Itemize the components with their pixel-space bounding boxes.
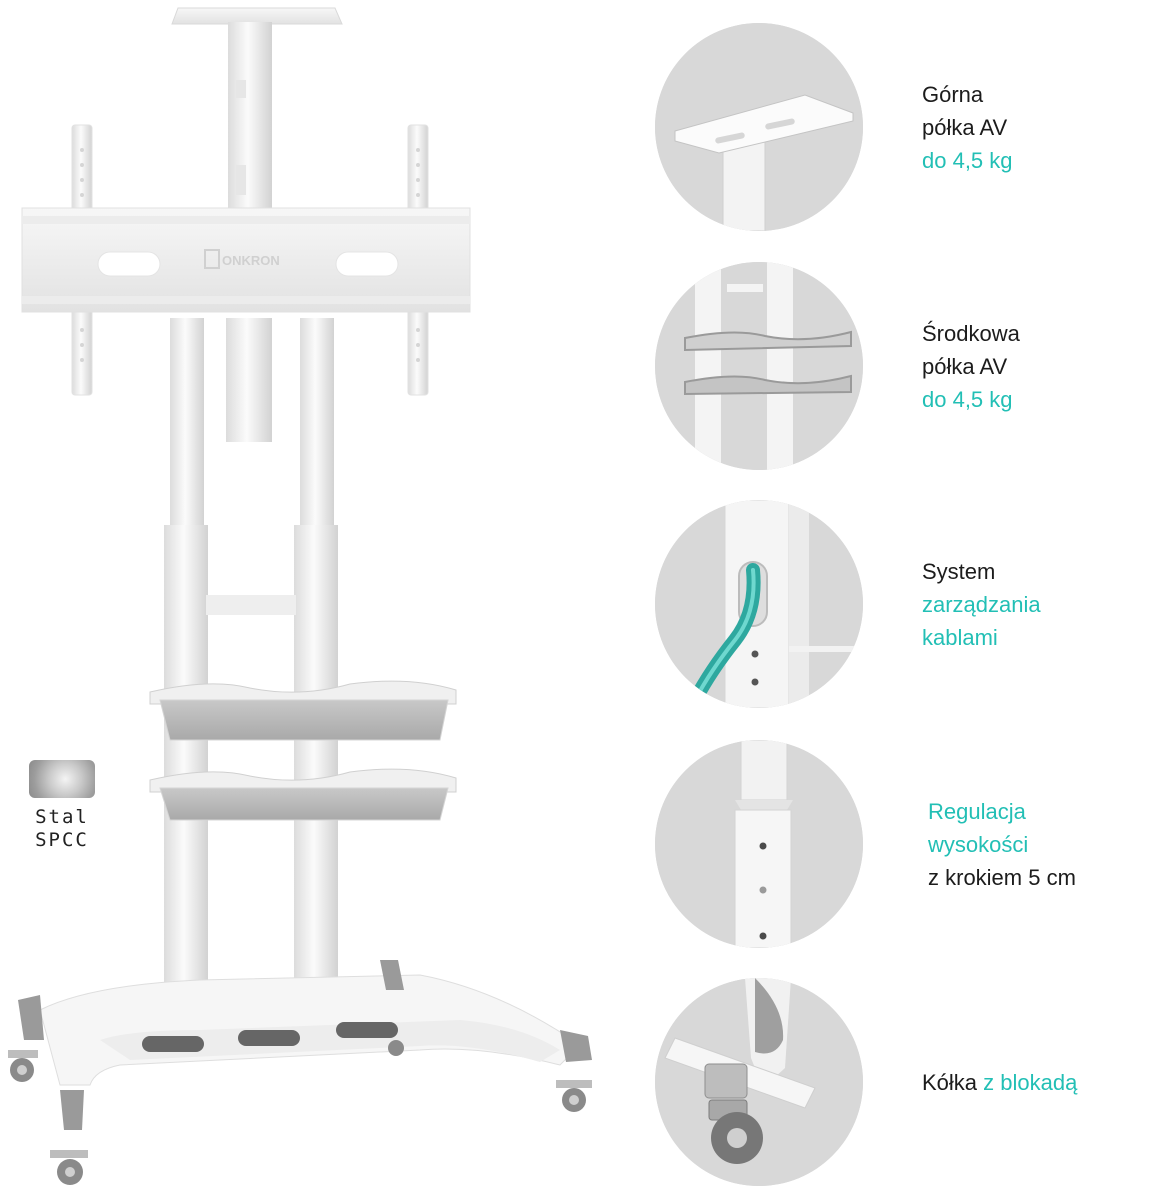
feature-4-line-2: wysokości: [928, 832, 1029, 857]
feature-middle-shelf: Środkowa półka AV do 4,5 kg: [655, 262, 1170, 470]
feature-cable-management: System zarządzania kablami: [655, 500, 1170, 708]
feature-height-adjust: Regulacja wysokości z krokiem 5 cm: [655, 740, 1170, 948]
feature-5-text-plain: Kółka: [922, 1070, 984, 1095]
wheel-lock-icon: [655, 978, 863, 1186]
top-av-shelf: [171, 7, 343, 212]
feature-wheel-lock: Kółka z blokadą: [655, 978, 1170, 1186]
cable-management-icon: [655, 500, 863, 708]
height-adjust-icon: [655, 740, 863, 948]
middle-av-shelves: [149, 680, 457, 821]
feature-3-line-3: kablami: [922, 625, 998, 650]
feature-1-line-1: Górna: [922, 82, 984, 107]
feature-1-line-3: do 4,5 kg: [922, 148, 1013, 173]
feature-2-line-2: półka AV: [922, 354, 1008, 379]
top-shelf-icon: [655, 23, 863, 231]
steel-swatch-icon: [29, 760, 95, 798]
feature-top-shelf: Górna półka AV do 4,5 kg: [655, 23, 1170, 231]
feature-5-text-accent: z blokadą: [983, 1070, 1078, 1095]
mounting-bracket: ONKRON: [21, 207, 471, 313]
feature-2-line-3: do 4,5 kg: [922, 387, 1013, 412]
feature-3-line-1: System: [922, 559, 996, 584]
middle-shelf-icon: [655, 262, 863, 470]
feature-2-line-1: Środkowa: [922, 321, 1020, 346]
material-line-1: Stal: [35, 806, 89, 828]
feature-4-line-3: z krokiem 5 cm: [928, 865, 1076, 890]
stand-poles: [164, 318, 338, 1005]
material-line-2: SPCC: [35, 829, 89, 851]
feature-5-line: Kółka z blokadą: [922, 1066, 1077, 1099]
caster-wheels: [8, 1040, 592, 1185]
brand-logo: ONKRON: [222, 253, 280, 268]
material-badge: Stal SPCC: [22, 760, 102, 852]
feature-3-line-2: zarządzania: [922, 592, 1041, 617]
feature-4-line-1: Regulacja: [928, 799, 1026, 824]
stand-base: [18, 960, 592, 1130]
tv-stand-image: ONKRON: [8, 7, 592, 1185]
feature-1-line-2: półka AV: [922, 115, 1008, 140]
